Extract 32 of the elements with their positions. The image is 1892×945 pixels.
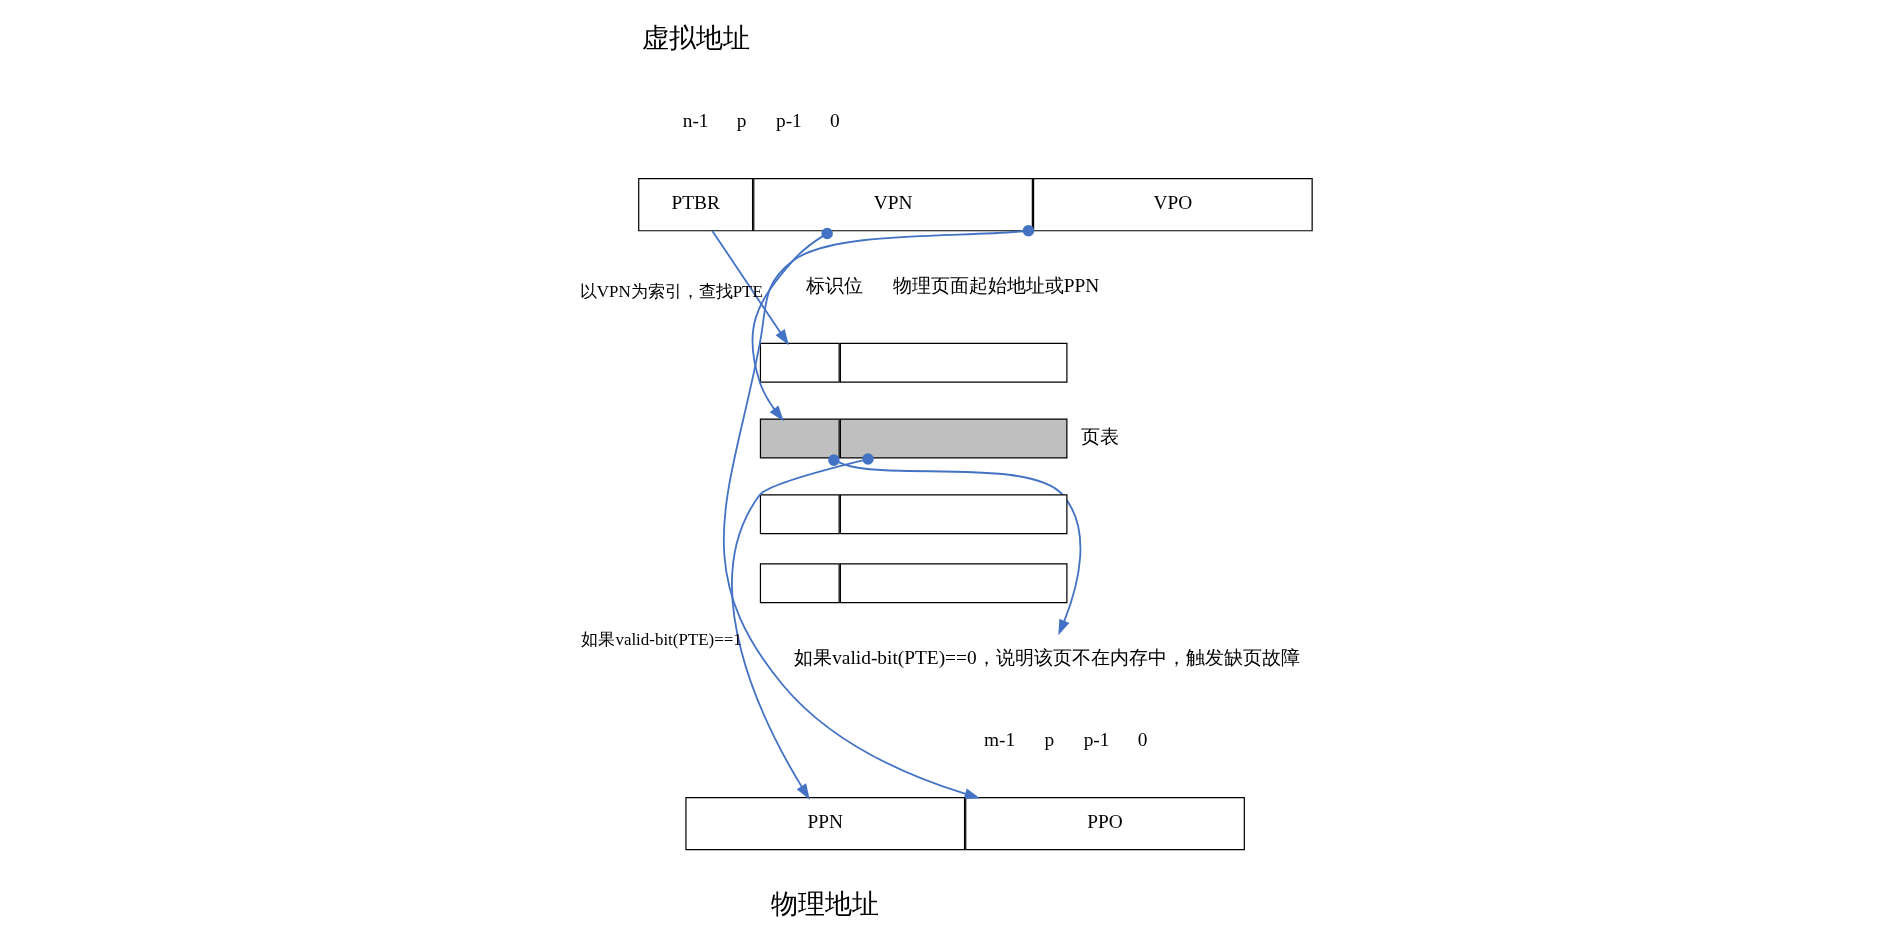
label: p-1 bbox=[776, 109, 802, 131]
label: p bbox=[736, 109, 747, 131]
label: 0 bbox=[830, 109, 840, 131]
node-box: PPO bbox=[965, 796, 1245, 850]
arrow bbox=[723, 224, 1035, 799]
arrow bbox=[711, 229, 789, 345]
node-box bbox=[759, 562, 840, 603]
node-box: PTBR bbox=[638, 177, 754, 231]
label: m-1 bbox=[984, 728, 1016, 750]
node-box bbox=[759, 418, 840, 458]
label: 虚拟地址 bbox=[641, 22, 750, 53]
node-box bbox=[839, 562, 1068, 603]
label: 物理页面起始地址或PPN bbox=[892, 274, 1100, 296]
arrow bbox=[828, 453, 1082, 635]
label: p bbox=[1044, 728, 1055, 750]
node-box bbox=[839, 493, 1068, 534]
label: 物理地址 bbox=[771, 888, 880, 919]
label: 标识位 bbox=[806, 274, 864, 296]
label: n-1 bbox=[682, 109, 709, 131]
node-box bbox=[759, 342, 840, 383]
node-box: VPO bbox=[1032, 177, 1313, 231]
node-box: PPN bbox=[685, 796, 966, 850]
node-box bbox=[839, 342, 1068, 383]
node-box: VPN bbox=[753, 177, 1033, 231]
node-box bbox=[759, 493, 840, 534]
arrow bbox=[751, 227, 833, 421]
node-text: 如果valid-bit(PTE)==0，说明该页不在内存中，触发缺页故障 bbox=[794, 646, 1300, 668]
arrow bbox=[731, 452, 874, 800]
label: p-1 bbox=[1083, 728, 1110, 750]
label: 0 bbox=[1137, 728, 1148, 750]
label: 页表 bbox=[1081, 425, 1120, 447]
node-box bbox=[839, 418, 1068, 458]
